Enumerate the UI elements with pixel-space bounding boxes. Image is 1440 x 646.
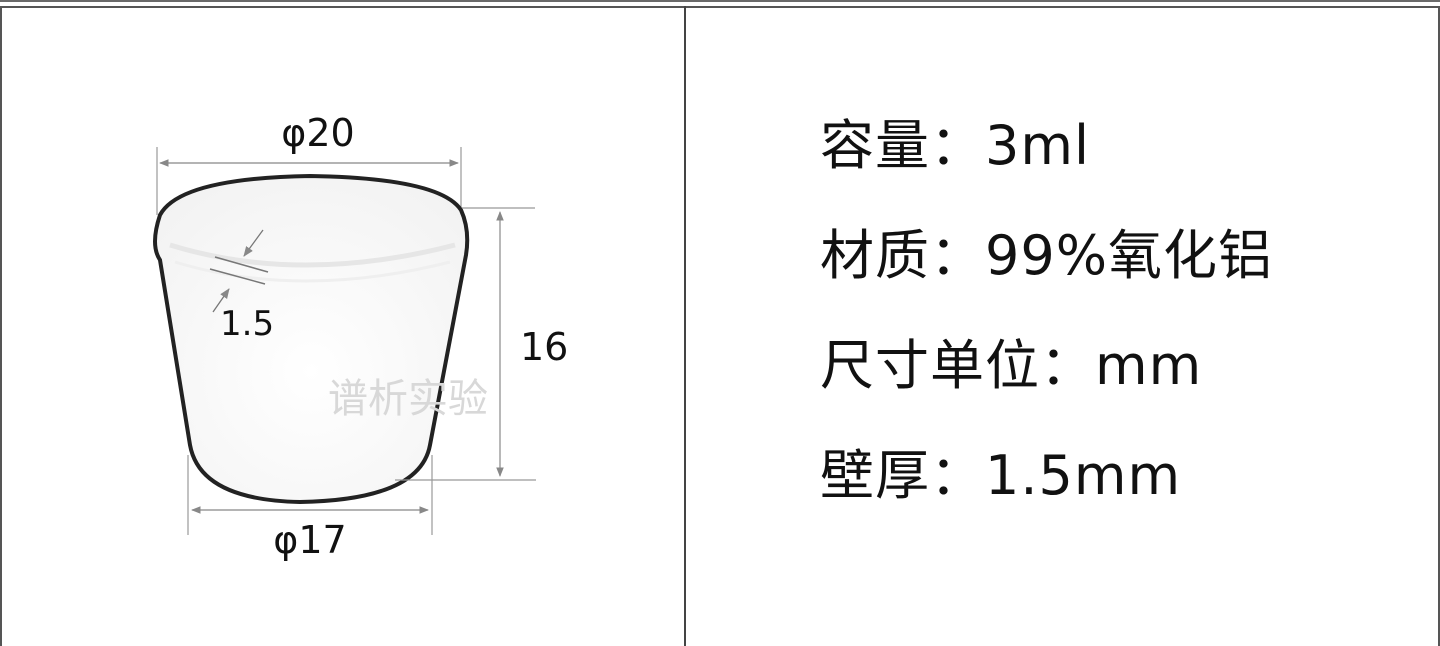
spec-label: 尺寸单位： xyxy=(820,334,1095,397)
wall-thickness-dimension: 1.5 xyxy=(209,229,274,344)
spec-label: 壁厚： xyxy=(820,444,985,507)
spec-value: 1.5mm xyxy=(985,444,1182,507)
spec-list: 容量：3ml 材质：99%氧化铝 尺寸单位：mm 壁厚：1.5mm xyxy=(820,108,1273,548)
panel-divider xyxy=(684,6,686,646)
crucible-body xyxy=(153,173,470,505)
spec-label: 容量： xyxy=(820,114,985,177)
spec-capacity: 容量：3ml xyxy=(820,108,1273,218)
spec-value: 3ml xyxy=(985,114,1090,177)
bottom-diameter-label: φ17 xyxy=(273,518,346,562)
crucible-diagram: φ20 1.5 16 φ17 谱析 xyxy=(153,111,568,562)
spec-value: mm xyxy=(1095,334,1203,397)
wall-thickness-label: 1.5 xyxy=(220,304,274,344)
crucible-diagram-panel: φ20 1.5 16 φ17 谱析 xyxy=(0,0,684,641)
spec-wall-thickness: 壁厚：1.5mm xyxy=(820,438,1273,548)
panel-frame xyxy=(0,6,1440,646)
spec-material: 材质：99%氧化铝 xyxy=(820,218,1273,328)
top-diameter-dimension: φ20 xyxy=(156,111,462,215)
height-label: 16 xyxy=(520,325,568,369)
bottom-diameter-dimension: φ17 xyxy=(187,455,433,562)
height-dimension: 16 xyxy=(395,207,568,481)
top-border-line xyxy=(0,0,1440,2)
watermark: 谱析实验 xyxy=(328,376,488,422)
spec-value: 99%氧化铝 xyxy=(985,224,1274,287)
top-diameter-label: φ20 xyxy=(281,111,354,155)
spec-unit: 尺寸单位：mm xyxy=(820,328,1273,438)
spec-label: 材质： xyxy=(820,224,985,287)
